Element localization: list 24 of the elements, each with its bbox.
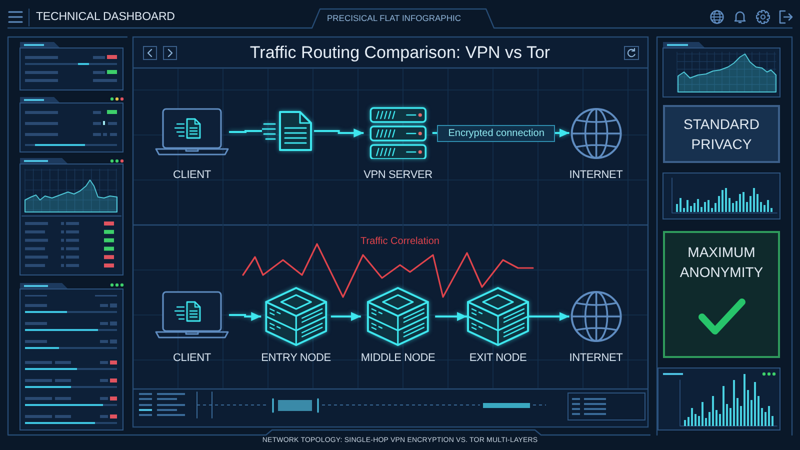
header-title: TECHNICAL DASHBOARD — [36, 11, 175, 23]
connector-line — [229, 130, 262, 133]
node-label: CLIENT — [173, 351, 211, 365]
status-card — [663, 231, 780, 358]
arrow — [330, 312, 361, 321]
node-label: CLIENT — [173, 168, 211, 182]
document-icon — [262, 110, 314, 152]
node-label: MIDDLE NODE — [360, 351, 436, 365]
node-label: INTERNET — [569, 168, 623, 182]
card-heading: MAXIMUM ANONYMITY — [678, 243, 764, 282]
diagram-title: Traffic Routing Comparison: VPN vs Tor — [250, 43, 550, 63]
tab-label: PRECISICAL FLAT INFOGRAPHIC — [327, 13, 461, 23]
node-label: ENTRY NODE — [261, 351, 331, 365]
edge-label: Encrypted connection — [437, 124, 556, 142]
status-card — [663, 105, 780, 163]
node-label: INTERNET — [569, 351, 623, 365]
arrow — [314, 128, 364, 138]
arrow — [229, 312, 262, 321]
arrow — [529, 312, 570, 321]
card-heading: STANDARD PRIVACY — [682, 115, 760, 154]
node-label: VPN SERVER — [364, 168, 432, 182]
annotation-label: Traffic Correlation — [360, 236, 440, 247]
arrow — [435, 312, 467, 321]
node-label: EXIT NODE — [469, 351, 527, 365]
